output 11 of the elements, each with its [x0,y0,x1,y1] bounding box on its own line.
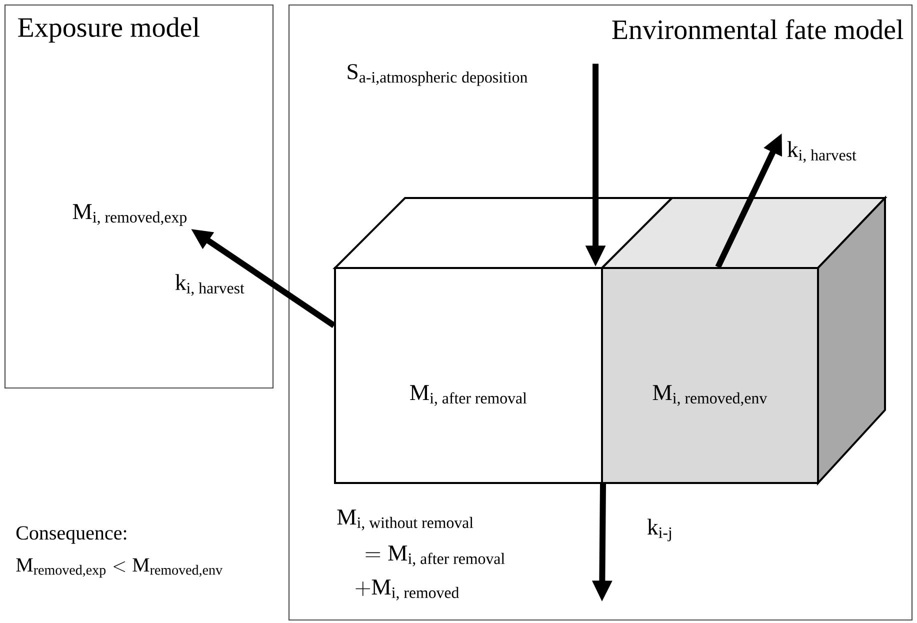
edge-label: $\mathrm{k}_{\text{i-j}}$ [646,517,674,543]
edge-label: $\mathrm{k}_{\text{i, harvest}}$ [174,272,246,298]
flux-label: $\mathrm{S}_{\text{a-i,atmospheric deposition}}$ [348,64,528,86]
note-text: $\mathrm{M}_{\text{removed,exp}} < \mathrm{M}_{\text{removed,env}}$ [16,558,223,578]
quantity-label: $\mathrm{M}_{\text{i, removed,exp}}$ [72,204,186,226]
equation-line: $= \mathrm{M}_{\text{i, after removal}}$ [366,546,505,566]
equation-line: $\mathrm{M}_{\text{i, without removal}}$ [337,510,474,530]
box-front-face: $\mathrm{M}_{\text{i, removed,env}}$ [601,267,819,484]
note-text: Consequence: [16,526,126,544]
equation-line: $+ \mathrm{M}_{\text{i, removed}}$ [356,580,459,600]
edge-label: $\mathrm{k}_{\text{i, harvest}}$ [786,140,858,164]
